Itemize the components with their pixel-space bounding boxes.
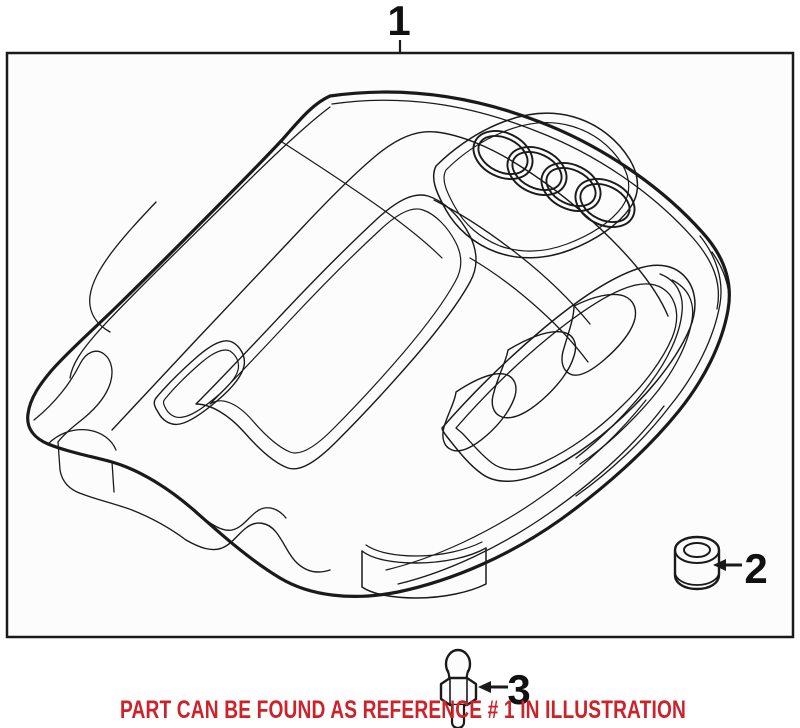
cover-left-edge-scallop [33, 350, 113, 443]
callout-3-label: 3 [507, 666, 530, 713]
audi-ring-3-outer [540, 162, 602, 212]
cover-center-recess-inner [209, 208, 462, 454]
audi-badge-panel-inner [443, 122, 630, 252]
vent-slat-1 [561, 293, 637, 376]
grommet-top-ellipse [674, 549, 720, 564]
audi-ring-4-outer [574, 178, 636, 228]
cover-left-flank-crease [69, 106, 331, 379]
audi-ring-1-inner [477, 134, 529, 176]
cover-left-edge-band [57, 441, 187, 541]
cover-front-tab-top [361, 547, 487, 564]
cover-top-face-boundary [111, 131, 669, 431]
callout-3-arrow-head [478, 681, 491, 693]
cover-top-rim-line [331, 99, 720, 310]
vent-wall-rib-2 [579, 279, 694, 465]
engine-cover [26, 90, 731, 599]
cover-bottom-skirt-lower [195, 507, 287, 531]
mounting-grommet [673, 535, 721, 591]
callout-1-label: 1 [387, 0, 410, 44]
cover-left-slot-outer [153, 340, 246, 426]
cover-corner-arc [47, 428, 117, 451]
grommet-flange-line [674, 571, 720, 586]
cover-right-flank-rib-2 [711, 251, 730, 315]
callout-1[interactable]: 1 [387, 0, 411, 54]
callout-2[interactable]: 2 [713, 545, 768, 592]
cover-front-tab-top-inner [365, 541, 483, 557]
cover-top-face-crease [281, 141, 443, 259]
vent-slat-3 [442, 373, 517, 452]
reference-watermark: PART CAN BE FOUND AS REFERENCE # 1 IN IL… [120, 696, 686, 724]
audi-four-rings-logo [472, 130, 636, 228]
cover-left-shoulder-step [89, 201, 157, 333]
grommet-bore [683, 542, 711, 558]
callout-3[interactable]: 3 [478, 666, 531, 713]
mounting-stud [439, 648, 478, 728]
audi-ring-1-outer [472, 130, 534, 180]
audi-ring-4-inner [579, 182, 631, 224]
audi-ring-2-inner [511, 150, 563, 192]
vent-slat-2 [491, 331, 577, 419]
cover-center-recess-outer [195, 194, 477, 470]
callout-2-arrow-head [713, 559, 726, 571]
callout-2-label: 2 [744, 545, 767, 592]
engine-cover-outline [26, 90, 731, 598]
cover-lower-right-step [397, 405, 665, 585]
audi-ring-3-inner [545, 166, 597, 208]
cover-left-slot-inner [162, 349, 240, 419]
cover-front-tab [361, 547, 487, 599]
vent-recess-outer [441, 264, 696, 482]
cover-left-edge-band-inner [111, 461, 115, 493]
vent-recess-inner [455, 283, 678, 471]
cover-bottom-skirt [185, 522, 331, 573]
cover-right-flank-rib-1 [575, 235, 722, 497]
audi-ring-2-outer [506, 146, 568, 196]
vent-wall-rib-1 [575, 273, 683, 459]
stud-shank [450, 703, 466, 728]
